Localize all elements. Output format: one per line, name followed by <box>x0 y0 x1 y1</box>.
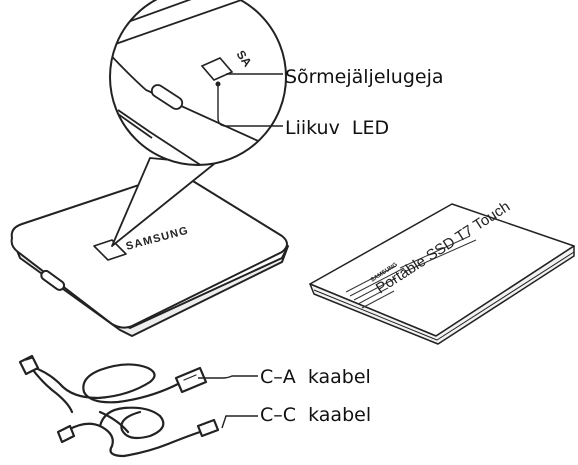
ssd-device: SAMSUNG <box>10 173 289 337</box>
status-led-label: Liikuv LED <box>285 117 390 139</box>
fingerprint-reader-label: Sõrmejäljelugeja <box>285 66 444 88</box>
cable-ca-leader-line <box>198 375 258 379</box>
cable-cc-label: C–C kaabel <box>260 404 372 426</box>
usb-c-to-a-cable <box>18 354 208 414</box>
user-manual: SAMSUNG Portable SSD T7 Touch <box>309 198 575 345</box>
usb-c-to-c-cable <box>56 406 220 458</box>
cable-cc-leader-line <box>221 415 258 429</box>
cable-ca-label: C–A kaabel <box>260 366 371 388</box>
led-leader-line <box>217 84 283 127</box>
magnifier-circle: SA <box>109 0 287 166</box>
